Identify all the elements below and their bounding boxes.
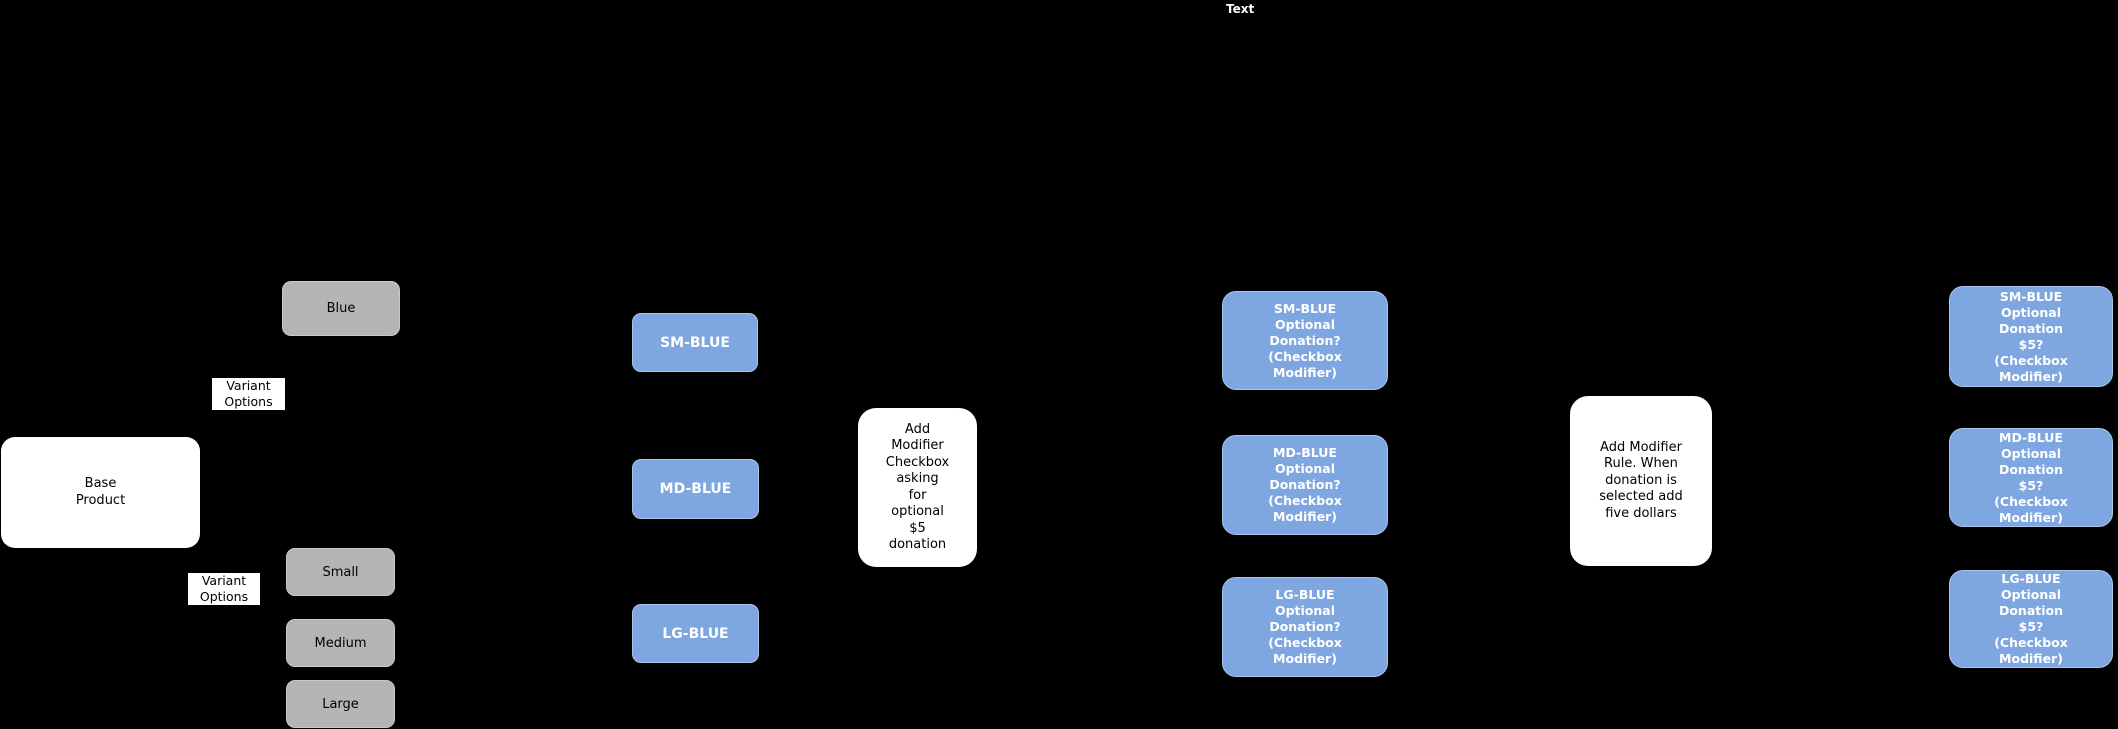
- donation-question-lg-label: LG-BLUE Optional Donation? (Checkbox Mod…: [1268, 587, 1342, 666]
- color-option-blue-label: Blue: [326, 301, 356, 316]
- size-option-large-label: Large: [322, 696, 359, 712]
- size-option-small-label: Small: [322, 564, 359, 580]
- modifier-checkbox-note-label: Add Modifier Checkbox asking for optiona…: [885, 421, 950, 553]
- modifier-rule-note-label: Add Modifier Rule. When donation is sele…: [1599, 439, 1683, 521]
- sku-lg-blue-node[interactable]: LG-BLUE: [632, 604, 759, 663]
- donation-question-sm-label: SM-BLUE Optional Donation? (Checkbox Mod…: [1268, 300, 1342, 380]
- sku-md-blue-label: MD-BLUE: [659, 481, 732, 497]
- base-product-node[interactable]: Base Product: [1, 437, 200, 548]
- variant-options-label-2[interactable]: Variant Options: [188, 573, 260, 605]
- modifier-checkbox-note-node[interactable]: Add Modifier Checkbox asking for optiona…: [858, 408, 977, 567]
- color-option-blue-node[interactable]: Blue: [282, 281, 400, 336]
- sku-lg-blue-label: LG-BLUE: [662, 625, 729, 642]
- donation-question-sm-node[interactable]: SM-BLUE Optional Donation? (Checkbox Mod…: [1222, 291, 1388, 390]
- sku-md-blue-node[interactable]: MD-BLUE: [632, 459, 759, 519]
- donation-amount-sm-node[interactable]: SM-BLUE Optional Donation $5? (Checkbox …: [1949, 286, 2113, 387]
- size-option-medium-label: Medium: [314, 635, 367, 651]
- donation-amount-lg-node[interactable]: LG-BLUE Optional Donation $5? (Checkbox …: [1949, 570, 2113, 668]
- donation-question-md-label: MD-BLUE Optional Donation? (Checkbox Mod…: [1268, 445, 1342, 524]
- base-product-label: Base Product: [75, 476, 126, 508]
- size-option-small-node[interactable]: Small: [286, 548, 395, 596]
- donation-amount-md-node[interactable]: MD-BLUE Optional Donation $5? (Checkbox …: [1949, 428, 2113, 527]
- donation-amount-lg-label: LG-BLUE Optional Donation $5? (Checkbox …: [1994, 571, 2068, 666]
- text-label[interactable]: Text: [1226, 2, 1255, 16]
- modifier-rule-note-node[interactable]: Add Modifier Rule. When donation is sele…: [1570, 396, 1712, 566]
- sku-sm-blue-label: SM-BLUE: [660, 334, 730, 351]
- donation-question-md-node[interactable]: MD-BLUE Optional Donation? (Checkbox Mod…: [1222, 435, 1388, 535]
- sku-sm-blue-node[interactable]: SM-BLUE: [632, 313, 758, 372]
- donation-amount-md-label: MD-BLUE Optional Donation $5? (Checkbox …: [1994, 429, 2068, 525]
- donation-amount-sm-label: SM-BLUE Optional Donation $5? (Checkbox …: [1994, 288, 2068, 384]
- variant-options-label-1[interactable]: Variant Options: [212, 378, 285, 410]
- size-option-large-node[interactable]: Large: [286, 680, 395, 728]
- donation-question-lg-node[interactable]: LG-BLUE Optional Donation? (Checkbox Mod…: [1222, 577, 1388, 677]
- size-option-medium-node[interactable]: Medium: [286, 619, 395, 667]
